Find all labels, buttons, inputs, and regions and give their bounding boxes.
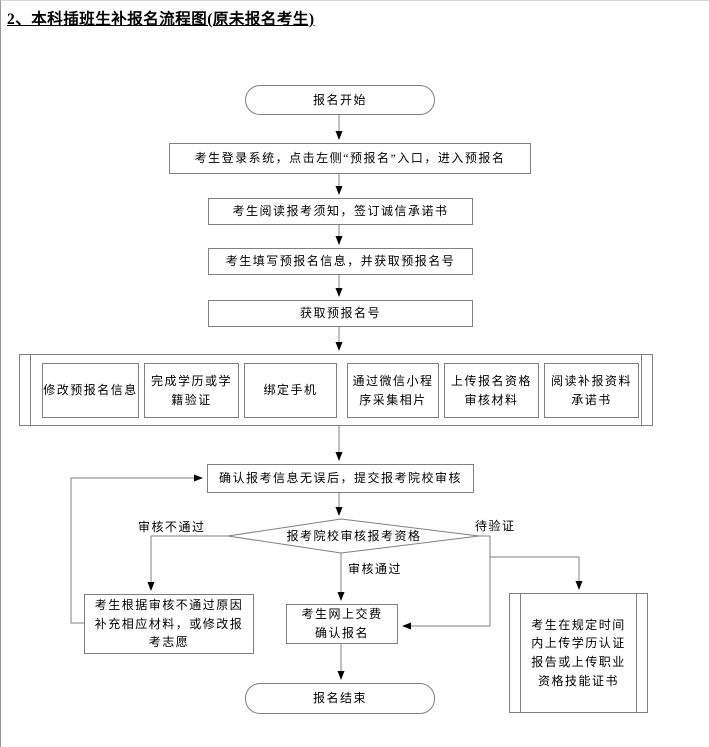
confirm-submit-box: 确认报考信息无误后，提交报考院校审核 bbox=[207, 464, 474, 493]
branch-pending-label: 待验证 bbox=[475, 519, 516, 533]
task-upload-materials-box: 上传报名资格审核材料 bbox=[444, 363, 539, 418]
parallel-tasks-container: 修改预报名信息 完成学历或学籍验证 绑定手机 通过微信小程序采集相片 上传报名资… bbox=[19, 354, 653, 426]
pay-confirm-box: 考生网上交费确认报名 bbox=[286, 604, 398, 644]
step-fill-info-box: 考生填写预报名信息，并获取预报名号 bbox=[208, 248, 473, 275]
task-wechat-photo-box: 通过微信小程序采集相片 bbox=[347, 363, 439, 418]
fail-action-box: 考生根据审核不通过原因补充相应材料，或修改报考志愿 bbox=[84, 594, 254, 654]
page-title: 2、本科插班生补报名流程图(原未报名考生) bbox=[7, 11, 315, 28]
step-get-number-box: 获取预报名号 bbox=[208, 300, 473, 327]
connector-pending-to-cert bbox=[490, 556, 583, 590]
connector-pending-to-pay bbox=[402, 535, 491, 630]
connector-fail-branch bbox=[147, 535, 228, 591]
task-modify-info-box: 修改预报名信息 bbox=[42, 363, 139, 418]
start-terminator: 报名开始 bbox=[245, 85, 435, 115]
branch-fail-label: 审核不通过 bbox=[138, 520, 206, 534]
upload-cert-box: 考生在规定时间内上传学历认证报告或上传职业资格技能证书 bbox=[509, 593, 648, 713]
end-terminator: 报名结束 bbox=[245, 683, 435, 714]
step-login-box: 考生登录系统，点击左侧“预报名”入口，进入预报名 bbox=[169, 143, 531, 174]
step-read-notice-box: 考生阅读报考须知，签订诚信承诺书 bbox=[208, 198, 473, 225]
task-verify-education-box: 完成学历或学籍验证 bbox=[144, 363, 239, 418]
connector-fail-loopback bbox=[70, 474, 203, 624]
branch-pass-label: 审核通过 bbox=[348, 562, 403, 576]
task-read-commitment-box: 阅读补报资料承诺书 bbox=[544, 363, 639, 418]
decision-label: 报考院校审核报考资格 bbox=[286, 528, 422, 543]
task-bind-phone-box: 绑定手机 bbox=[244, 363, 337, 418]
